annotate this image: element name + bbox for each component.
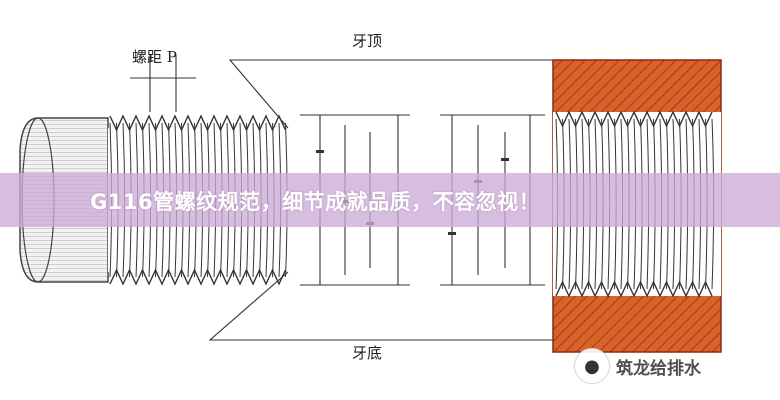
thread-root-line	[109, 268, 287, 286]
watermark-text: 筑龙给排水	[616, 358, 701, 379]
root-label: 牙底	[352, 344, 383, 362]
pitch-label: 螺距 P	[132, 48, 177, 66]
banner-title: G116管螺纹规范，细节成就品质，不容忽视！	[90, 190, 541, 214]
crest-label: 牙顶	[352, 32, 383, 50]
thread-crest-line	[109, 114, 287, 132]
watermark: ● 筑龙给排水	[574, 348, 701, 384]
title-banner	[0, 173, 780, 227]
thread-root-line	[555, 280, 713, 298]
wechat-icon: ●	[574, 348, 610, 384]
thread-crest-line	[555, 110, 713, 128]
